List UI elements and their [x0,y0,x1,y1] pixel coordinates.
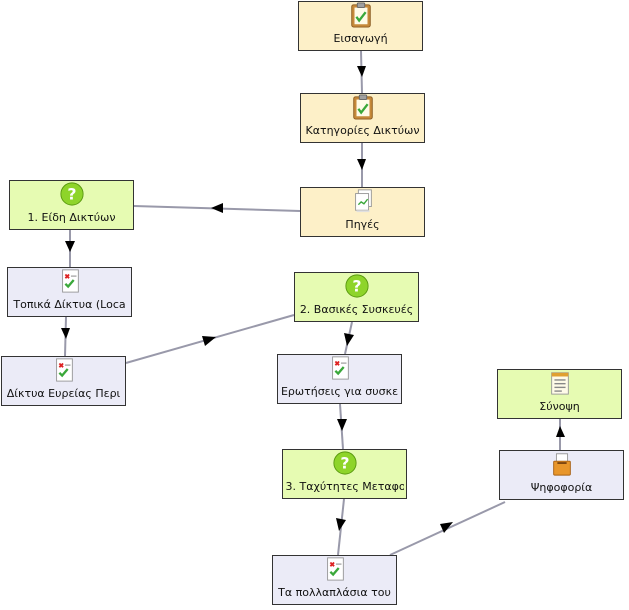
edge-arrowhead [357,159,366,170]
edge-arrowhead [336,518,346,531]
quiz-icon [326,557,344,581]
question-icon: ? [332,451,357,475]
node-taxythtes[interactable]: ? 3. Ταχύτητες Μεταφο [282,449,407,499]
node-label: Πηγές [345,217,380,230]
node-eidh[interactable]: ? 1. Είδη Δικτύων [9,180,134,230]
edge-arrowhead [65,241,75,252]
node-label: 3. Ταχύτητες Μεταφο [285,479,404,492]
edge-arrowhead [357,66,366,77]
notepad-icon [550,372,569,395]
quiz-icon [61,269,79,293]
edge-arrowhead [202,336,216,346]
node-label: Κατηγορίες Δικτύων [305,123,420,136]
node-piges[interactable]: Πηγές [300,187,425,237]
edge-arrowhead [211,203,223,213]
node-label: Τοπικά Δίκτυα (Loca [13,297,126,310]
edge-arrowhead [344,333,354,346]
node-label: 2. Βασικές Συσκευές [299,302,414,315]
node-synopsi[interactable]: Σύνοψη [497,369,622,419]
edge-arrowhead [337,419,347,431]
node-label: 1. Είδη Δικτύων [27,210,116,223]
clipboard-icon [352,94,373,120]
node-eisagogi[interactable]: Εισαγωγή [298,1,423,51]
node-pollaplasia[interactable]: Τα πολλαπλάσια του [272,555,397,605]
node-label: Δίκτυα Ευρείας Περι [6,386,121,399]
node-kathgories[interactable]: Κατηγορίες Δικτύων [300,93,425,143]
svg-text:?: ? [67,185,76,204]
svg-text:?: ? [352,277,361,296]
ballot-box-icon [552,453,571,476]
node-label: Εισαγωγή [333,31,388,44]
edge-arrowhead [440,522,453,533]
question-icon: ? [344,274,369,298]
node-label: Τα πολλαπλάσια του [278,585,391,598]
documents-icon [354,189,372,213]
quiz-icon [331,356,349,380]
question-icon: ? [59,182,84,206]
clipboard-icon [350,2,371,28]
node-psifoforia[interactable]: Ψηφοφορία [499,450,624,500]
edge-arrowhead [61,328,70,339]
node-vasikes[interactable]: ? 2. Βασικές Συσκευές [294,272,419,322]
node-diktya[interactable]: Δίκτυα Ευρείας Περι [1,356,126,406]
quiz-icon [55,358,73,382]
node-erwthseis[interactable]: Ερωτήσεις για συσκε [277,354,402,404]
node-label: Ερωτήσεις για συσκε [280,384,399,397]
edge-arrowhead [556,426,565,437]
node-label: Ψηφοφορία [530,480,593,493]
svg-text:?: ? [340,454,349,473]
node-topika[interactable]: Τοπικά Δίκτυα (Loca [7,267,132,317]
node-label: Σύνοψη [539,399,580,412]
